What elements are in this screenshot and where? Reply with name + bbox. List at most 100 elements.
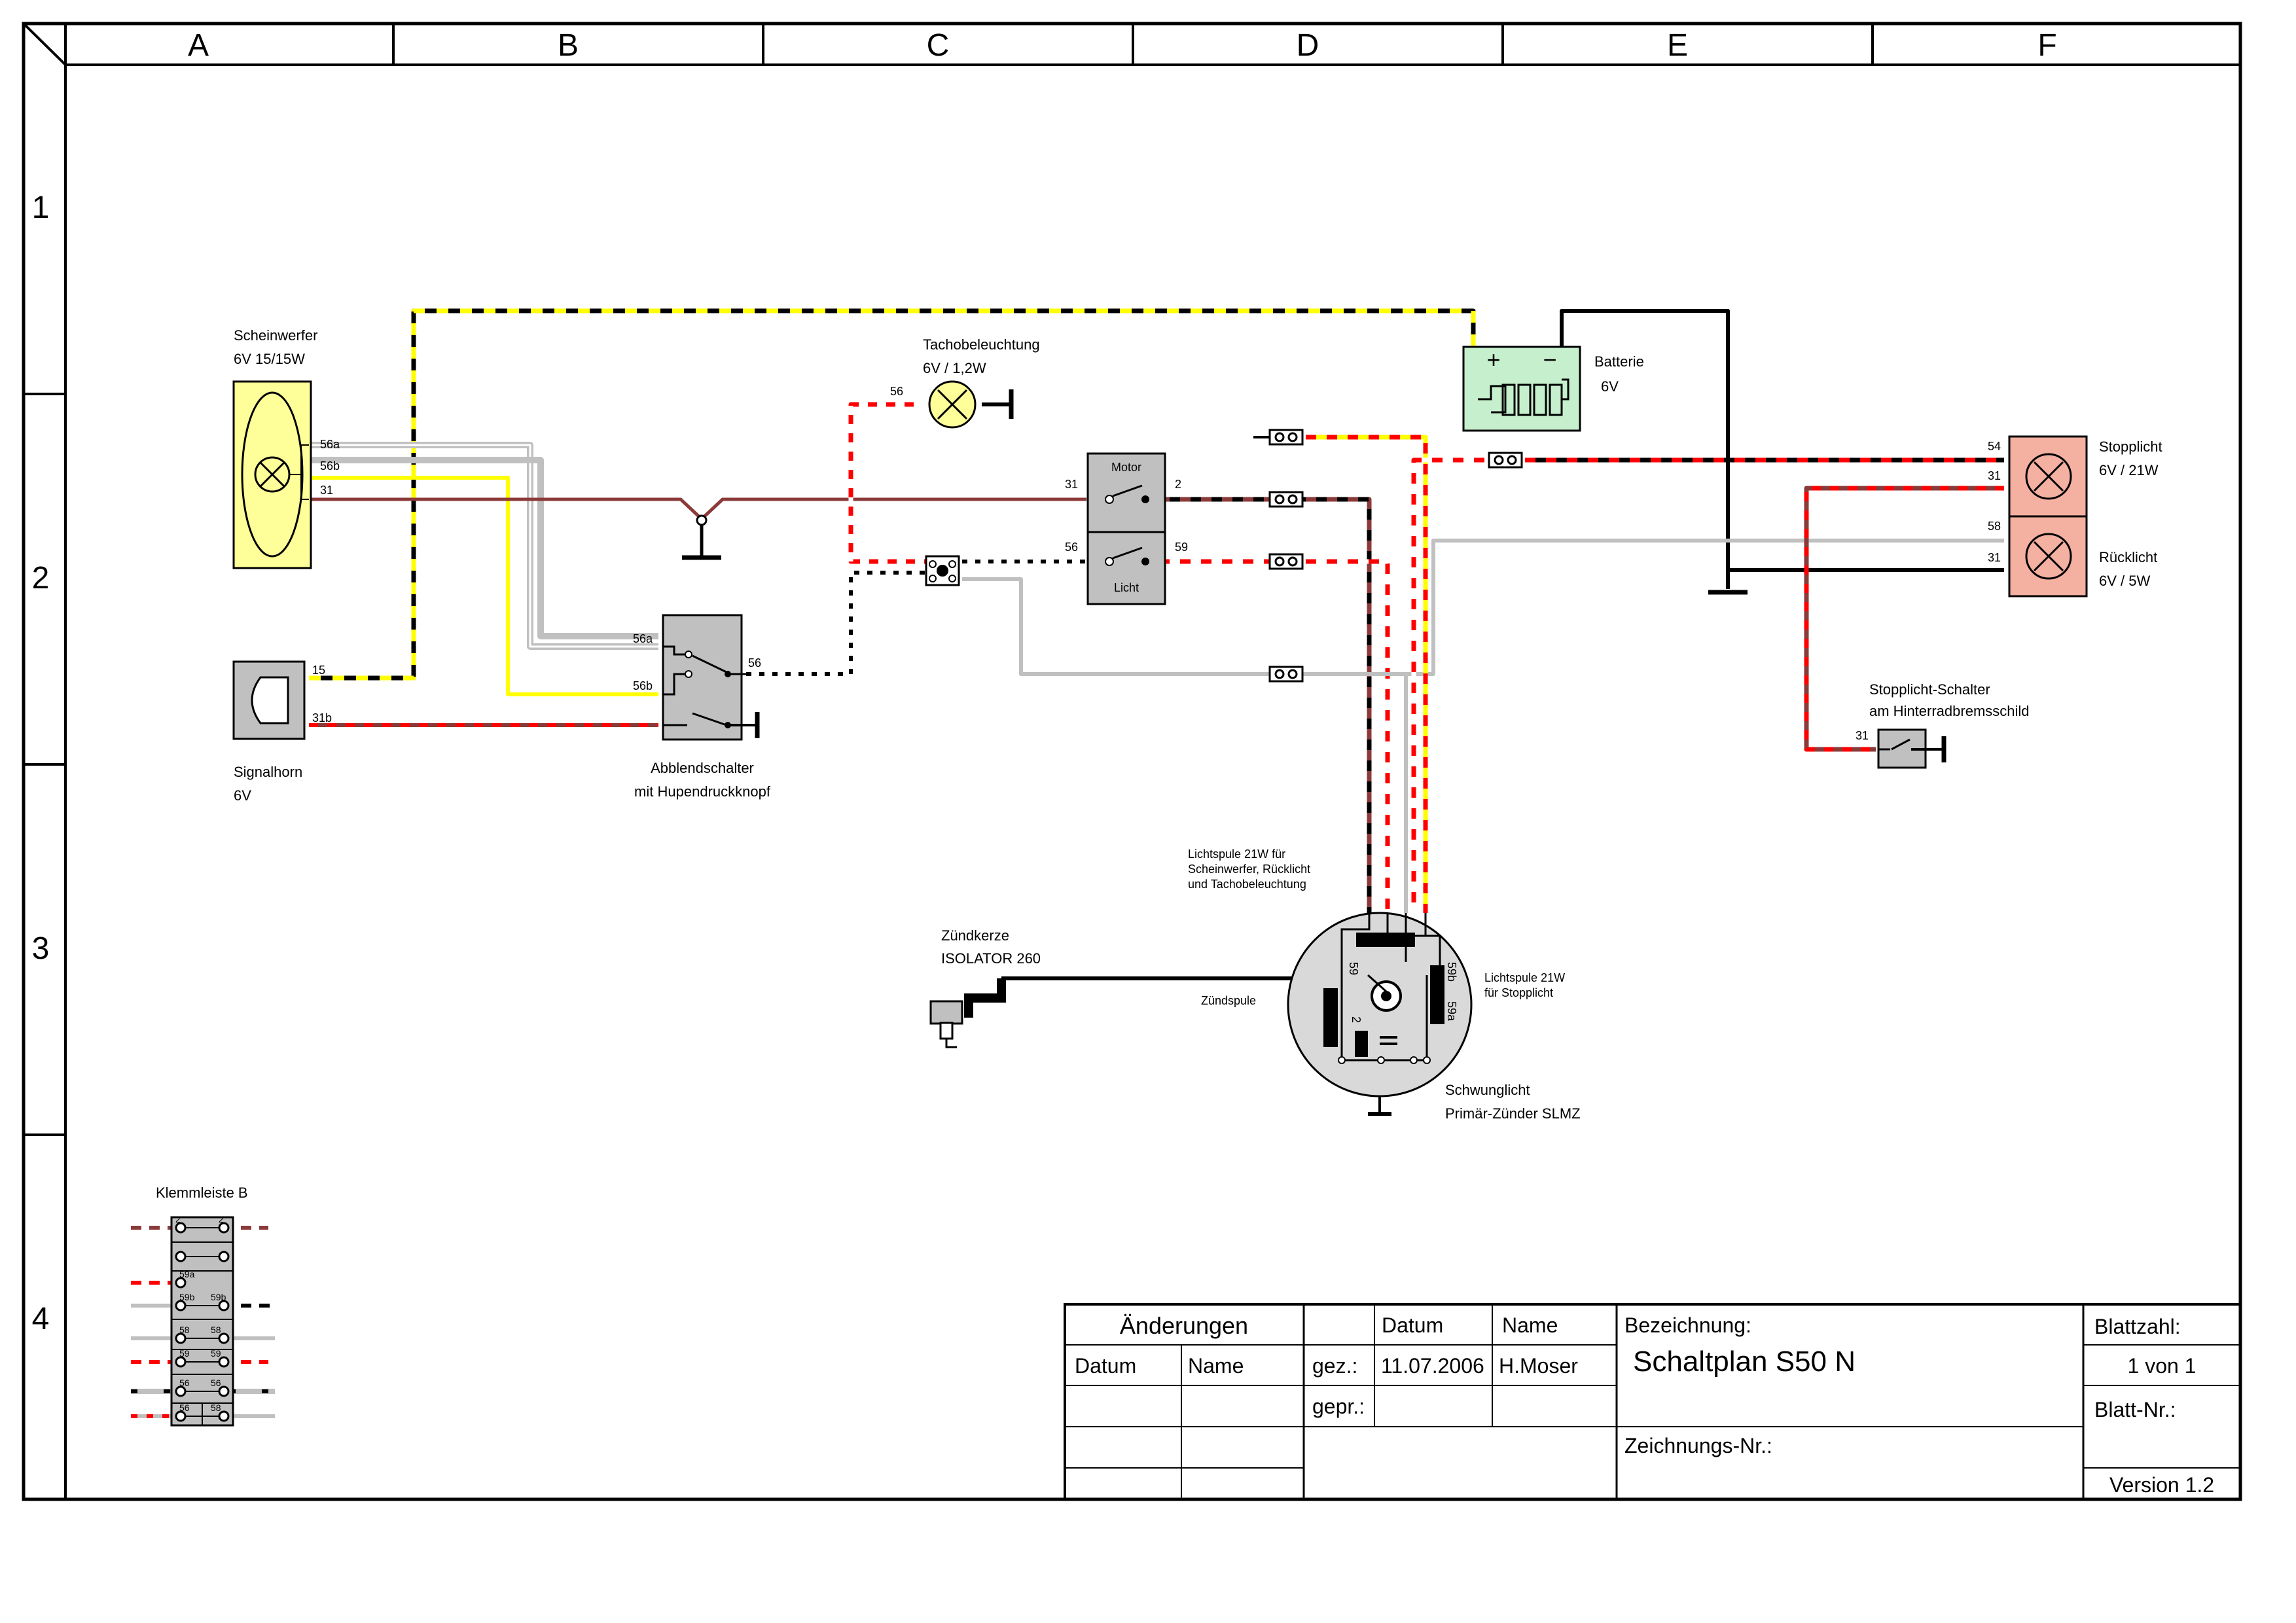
headlight-spec: 6V 15/15W <box>234 351 305 367</box>
date-header: Datum <box>1382 1313 1443 1337</box>
terminal-row2-left: 59a <box>179 1269 195 1279</box>
dimmer-terminal-56b: 56b <box>633 679 653 692</box>
magneto-terminal-59a: 59a <box>1445 1001 1458 1022</box>
dimmer-switch: 56a 56b 56 Abblendschalter mit Hupendruc… <box>633 614 771 800</box>
taillight-terminal-31: 31 <box>1988 551 2001 564</box>
changes-name-header: Name <box>1188 1354 1244 1378</box>
wire-59 <box>1149 559 1390 913</box>
grid-row-2: 2 <box>32 561 50 596</box>
connector-1 <box>1253 429 1304 446</box>
switch-licht-label: Licht <box>1114 581 1139 594</box>
battery-plus: + <box>1486 346 1500 373</box>
magneto-terminal-59: 59 <box>1347 962 1360 975</box>
designation-label: Bezeichnung: <box>1624 1313 1751 1337</box>
connector-4 <box>1268 666 1304 683</box>
brake-switch: Stopplicht-Schalter am Hinterradbremssch… <box>1856 681 2030 769</box>
connector-junction <box>925 555 960 586</box>
title-block-text: Änderungen Datum Name Datum Name gez.: g… <box>1075 1312 2214 1497</box>
grid-row-4: 4 <box>32 1302 50 1336</box>
horn-terminal-15: 15 <box>312 664 325 677</box>
dimmer-spec: mit Hupendruckknopf <box>634 783 771 800</box>
terminal-row3-right: 59b <box>211 1292 226 1302</box>
grid-col-d: D <box>1297 28 1319 63</box>
dimmer-name: Abblendschalter <box>651 760 754 776</box>
horn-name: Signalhorn <box>234 764 302 780</box>
wire-brakeswitch <box>1804 486 2004 752</box>
sheet-count-label: Blattzahl: <box>2094 1315 2181 1338</box>
grid-col-e: E <box>1667 28 1688 63</box>
ignition-light-switch: Motor Licht 31 2 56 59 <box>1065 452 1188 605</box>
terminal-row3-left: 59b <box>179 1292 195 1302</box>
drawing-title: Schaltplan S50 N <box>1633 1346 1856 1378</box>
brakeswitch-line1: Stopplicht-Schalter <box>1869 681 1990 698</box>
wire-56b <box>309 457 658 639</box>
grid-row-1: 1 <box>32 190 50 225</box>
drawn-date: 11.07.2006 <box>1381 1354 1484 1378</box>
grid-col-b: B <box>558 28 579 63</box>
changes-date-header: Datum <box>1075 1354 1136 1378</box>
switch-terminal-59: 59 <box>1175 541 1188 554</box>
brakeswitch-terminal-31: 31 <box>1856 729 1869 742</box>
battery-minus: − <box>1543 346 1556 373</box>
headlight-terminal-56a: 56a <box>320 438 340 451</box>
connector-2 <box>1268 491 1304 508</box>
magneto-name: Schwunglicht <box>1445 1082 1530 1098</box>
grid-labels: A B C D E F 1 2 3 4 <box>32 28 2057 1336</box>
version: Version 1.2 <box>2109 1473 2214 1497</box>
drawn-label: gez.: <box>1312 1354 1357 1378</box>
magneto-spec: Primär-Zünder SLMZ <box>1445 1105 1581 1122</box>
sheet-number-label: Blatt-Nr.: <box>2094 1398 2176 1421</box>
terminal-row7-left: 56 <box>179 1402 190 1413</box>
terminal-row0-right: 2 <box>219 1214 224 1224</box>
grid-row-3: 3 <box>32 931 50 966</box>
switch-terminal-56: 56 <box>1065 541 1078 554</box>
dimmer-terminal-56: 56 <box>748 656 761 669</box>
headlight-name: Scheinwerfer <box>234 327 317 344</box>
terminal-row4-right: 58 <box>211 1325 221 1335</box>
brake-light: Stopplicht 6V / 21W 54 31 <box>1988 435 2162 518</box>
coil-stop-line1: Lichtspule 21W <box>1484 971 1565 984</box>
terminal-row5-left: 59 <box>179 1348 190 1359</box>
wire-58-grey <box>962 539 2004 676</box>
terminal-row7-right: 58 <box>211 1402 221 1413</box>
ignitioncoil-name: Zündspule <box>1201 994 1256 1007</box>
battery-name: Batterie <box>1594 353 1644 370</box>
speedo-name: Tachobeleuchtung <box>923 336 1040 353</box>
coil-main-line2: Scheinwerfer, Rücklicht <box>1188 863 1310 876</box>
drawn-by: H.Moser <box>1499 1354 1578 1378</box>
wire-56-speedo <box>848 402 939 564</box>
coil-main-line3: und Tachobeleuchtung <box>1188 878 1306 891</box>
terminal-row5-right: 59 <box>211 1348 221 1359</box>
headlight: Scheinwerfer 6V 15/15W 56a 56b 31 <box>232 327 340 569</box>
brakelight-terminal-31: 31 <box>1988 469 2001 482</box>
brakelight-spec: 6V / 21W <box>2099 462 2159 478</box>
brakelight-terminal-54: 54 <box>1988 440 2001 453</box>
wire-grey-coil <box>1309 672 1408 913</box>
battery-cells-icon <box>1478 378 1570 416</box>
magneto-terminal-2: 2 <box>1350 1016 1363 1023</box>
changes-header: Änderungen <box>1120 1312 1248 1339</box>
wire-59b <box>1306 435 1428 913</box>
wire-31-brown <box>309 497 1086 521</box>
speedo-terminal-56: 56 <box>890 385 903 398</box>
taillight-spec: 6V / 5W <box>2099 573 2150 589</box>
connector-3 <box>1268 553 1304 570</box>
sheet-count: 1 von 1 <box>2128 1354 2197 1378</box>
title-block <box>1064 1303 2242 1501</box>
coil-main-line1: Lichtspule 21W für <box>1188 847 1285 861</box>
terminal-row6-right: 56 <box>211 1378 221 1388</box>
wire-2 <box>1149 497 1372 913</box>
terminal-row4-left: 58 <box>179 1325 190 1335</box>
terminal-row6-left: 56 <box>179 1378 190 1388</box>
spark-plug: Zündkerze ISOLATOR 260 <box>929 927 1041 1048</box>
speedo-spec: 6V / 1,2W <box>923 360 986 376</box>
connector-5 <box>1488 452 1523 469</box>
name-header: Name <box>1502 1313 1558 1337</box>
switch-motor-label: Motor <box>1111 461 1141 474</box>
battery-spec: 6V <box>1601 378 1619 395</box>
grid-col-a: A <box>188 28 209 63</box>
wire-15-battery <box>309 308 1476 681</box>
switch-terminal-31: 31 <box>1065 478 1078 491</box>
wire-56a <box>309 442 658 650</box>
